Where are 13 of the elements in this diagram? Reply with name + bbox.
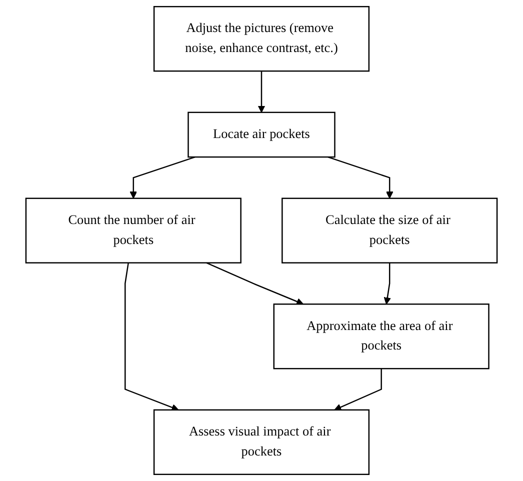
arrow (258, 71, 266, 113)
node-box: Locate air pockets (188, 112, 336, 158)
node-box: Count the number of air pockets (25, 198, 242, 264)
node-box: Approximate the area of air pockets (273, 304, 490, 370)
node-box: Assess visual impact of air pockets (153, 409, 370, 475)
arrow (124, 262, 179, 411)
arrow (334, 368, 382, 411)
arrow (328, 156, 394, 199)
arrow (130, 156, 196, 199)
node-box: Adjust the pictures (remove noise, enhance contrast, etc.) (153, 6, 370, 72)
arrow (206, 262, 304, 305)
arrow (384, 262, 391, 304)
node-box: Calculate the size of air pockets (282, 198, 498, 264)
